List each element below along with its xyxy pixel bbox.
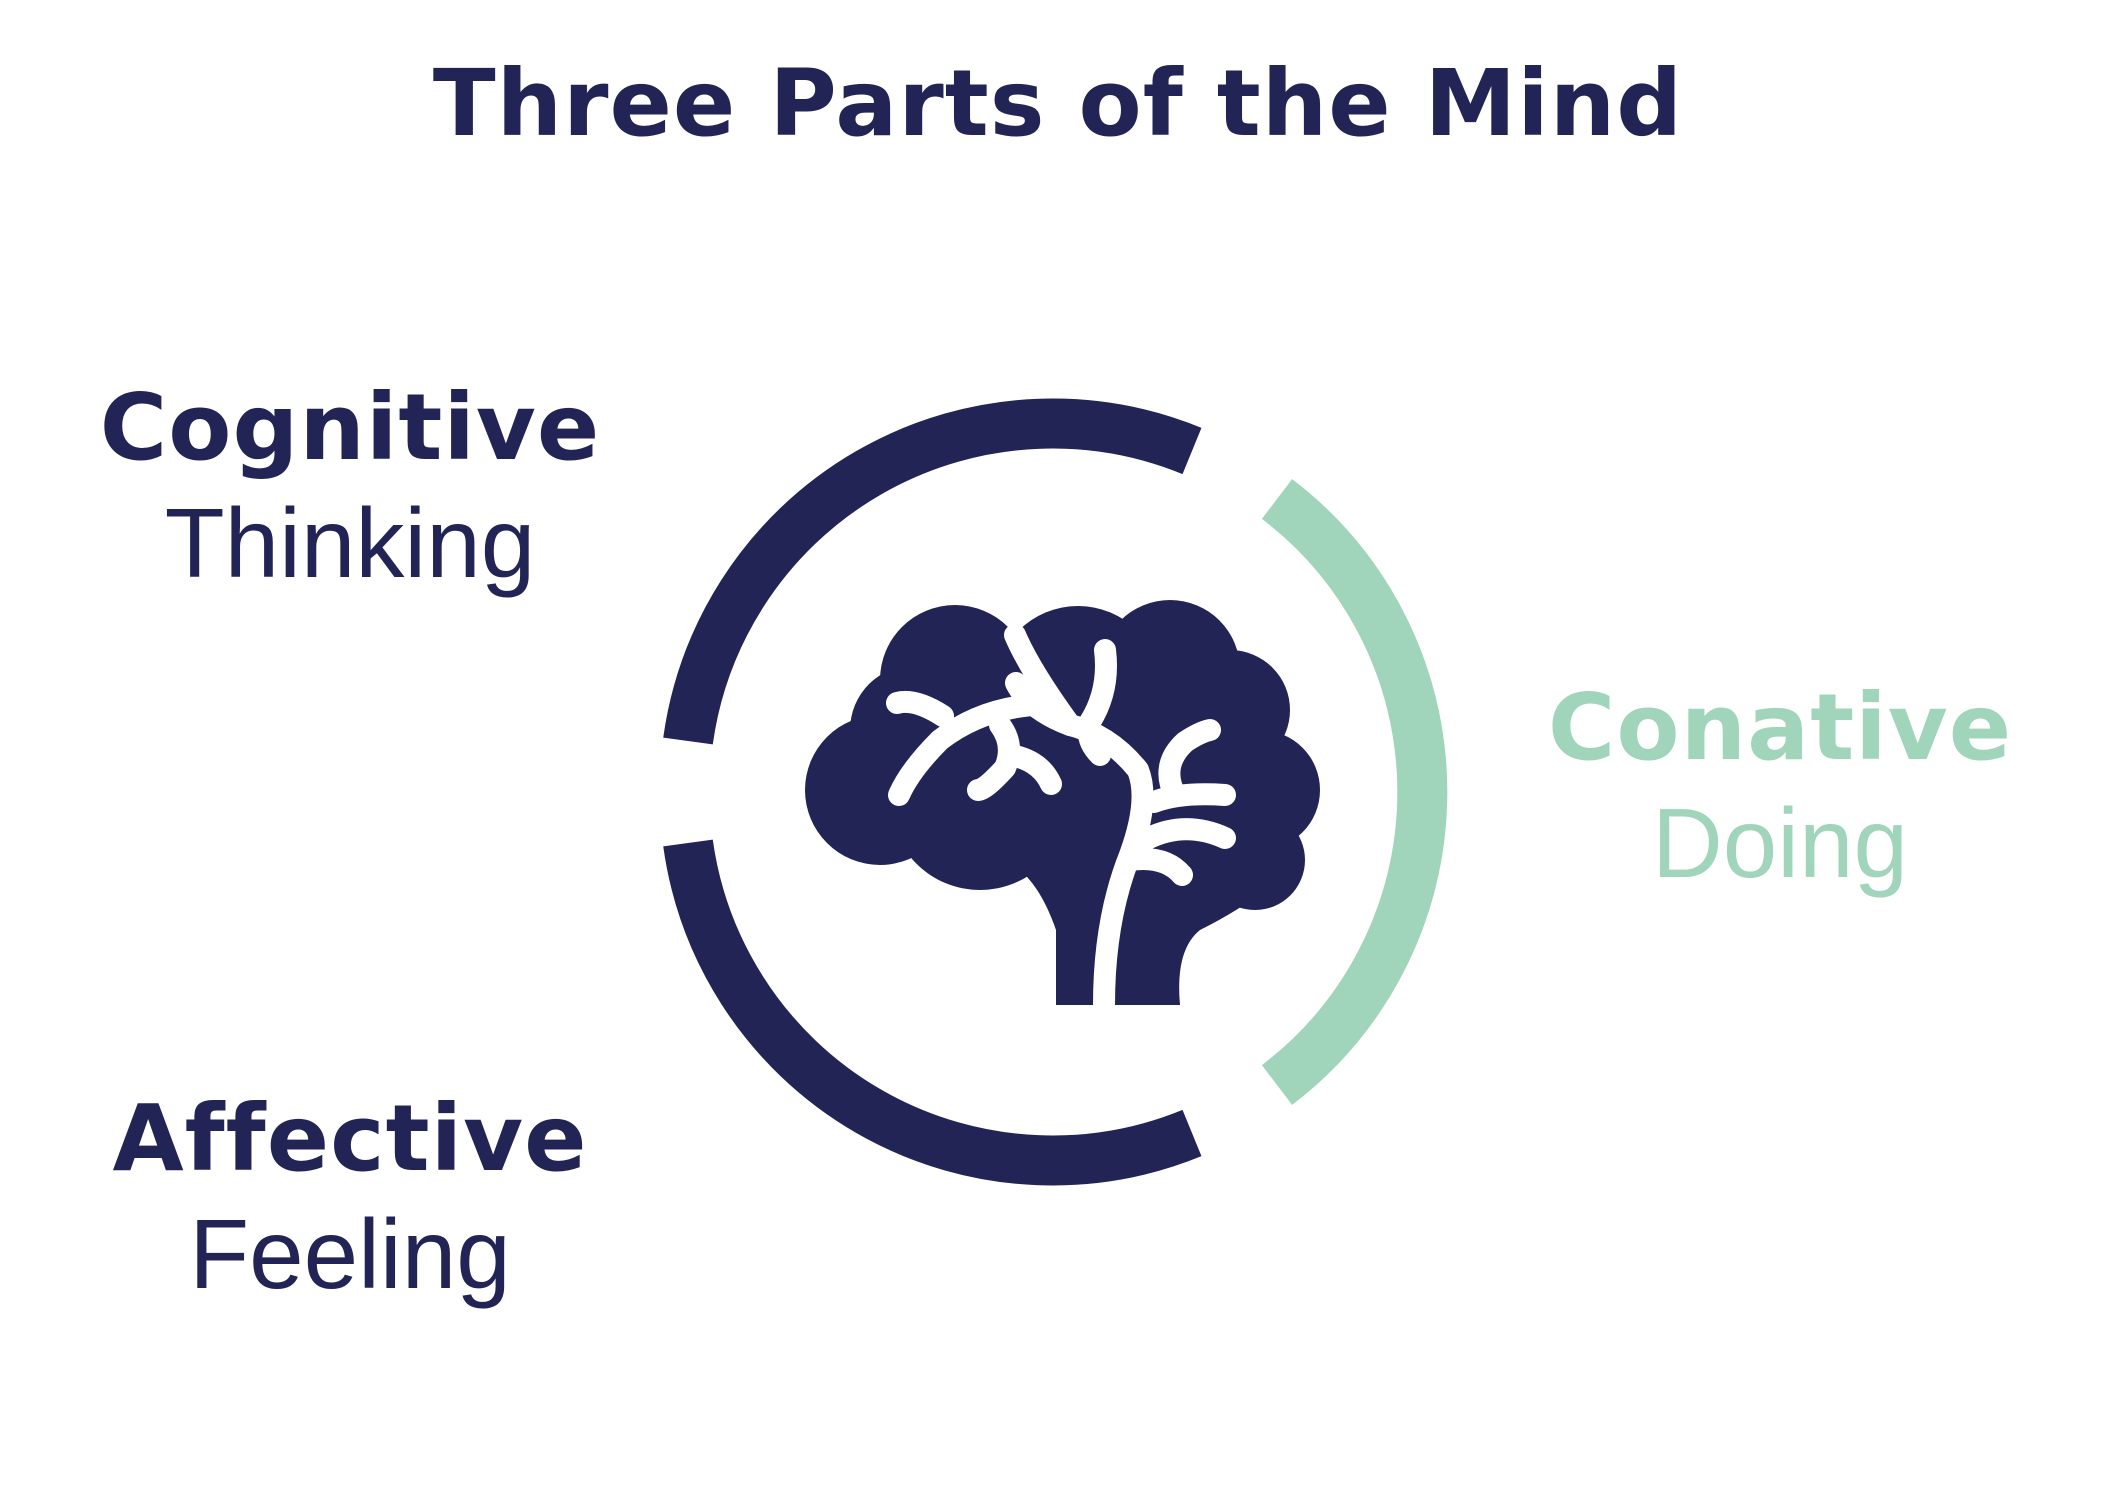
conative-subtitle: Doing (1651, 788, 1909, 898)
affective-subtitle: Feeling (189, 1199, 511, 1309)
page-title: Three Parts of the Mind (432, 50, 1684, 157)
conative-arc (1261, 479, 1448, 1105)
cognitive-subtitle: Thinking (164, 488, 536, 598)
brain-icon (805, 600, 1320, 1016)
cognitive-arc (663, 398, 1202, 745)
cognitive-heading: Cognitive (99, 374, 601, 481)
conative-label: Conative Doing (1480, 674, 2080, 898)
conative-heading: Conative (1547, 674, 2013, 781)
affective-label: Affective Feeling (60, 1085, 640, 1309)
cognitive-label: Cognitive Thinking (60, 374, 640, 598)
affective-arc (663, 839, 1202, 1186)
affective-heading: Affective (112, 1085, 588, 1192)
